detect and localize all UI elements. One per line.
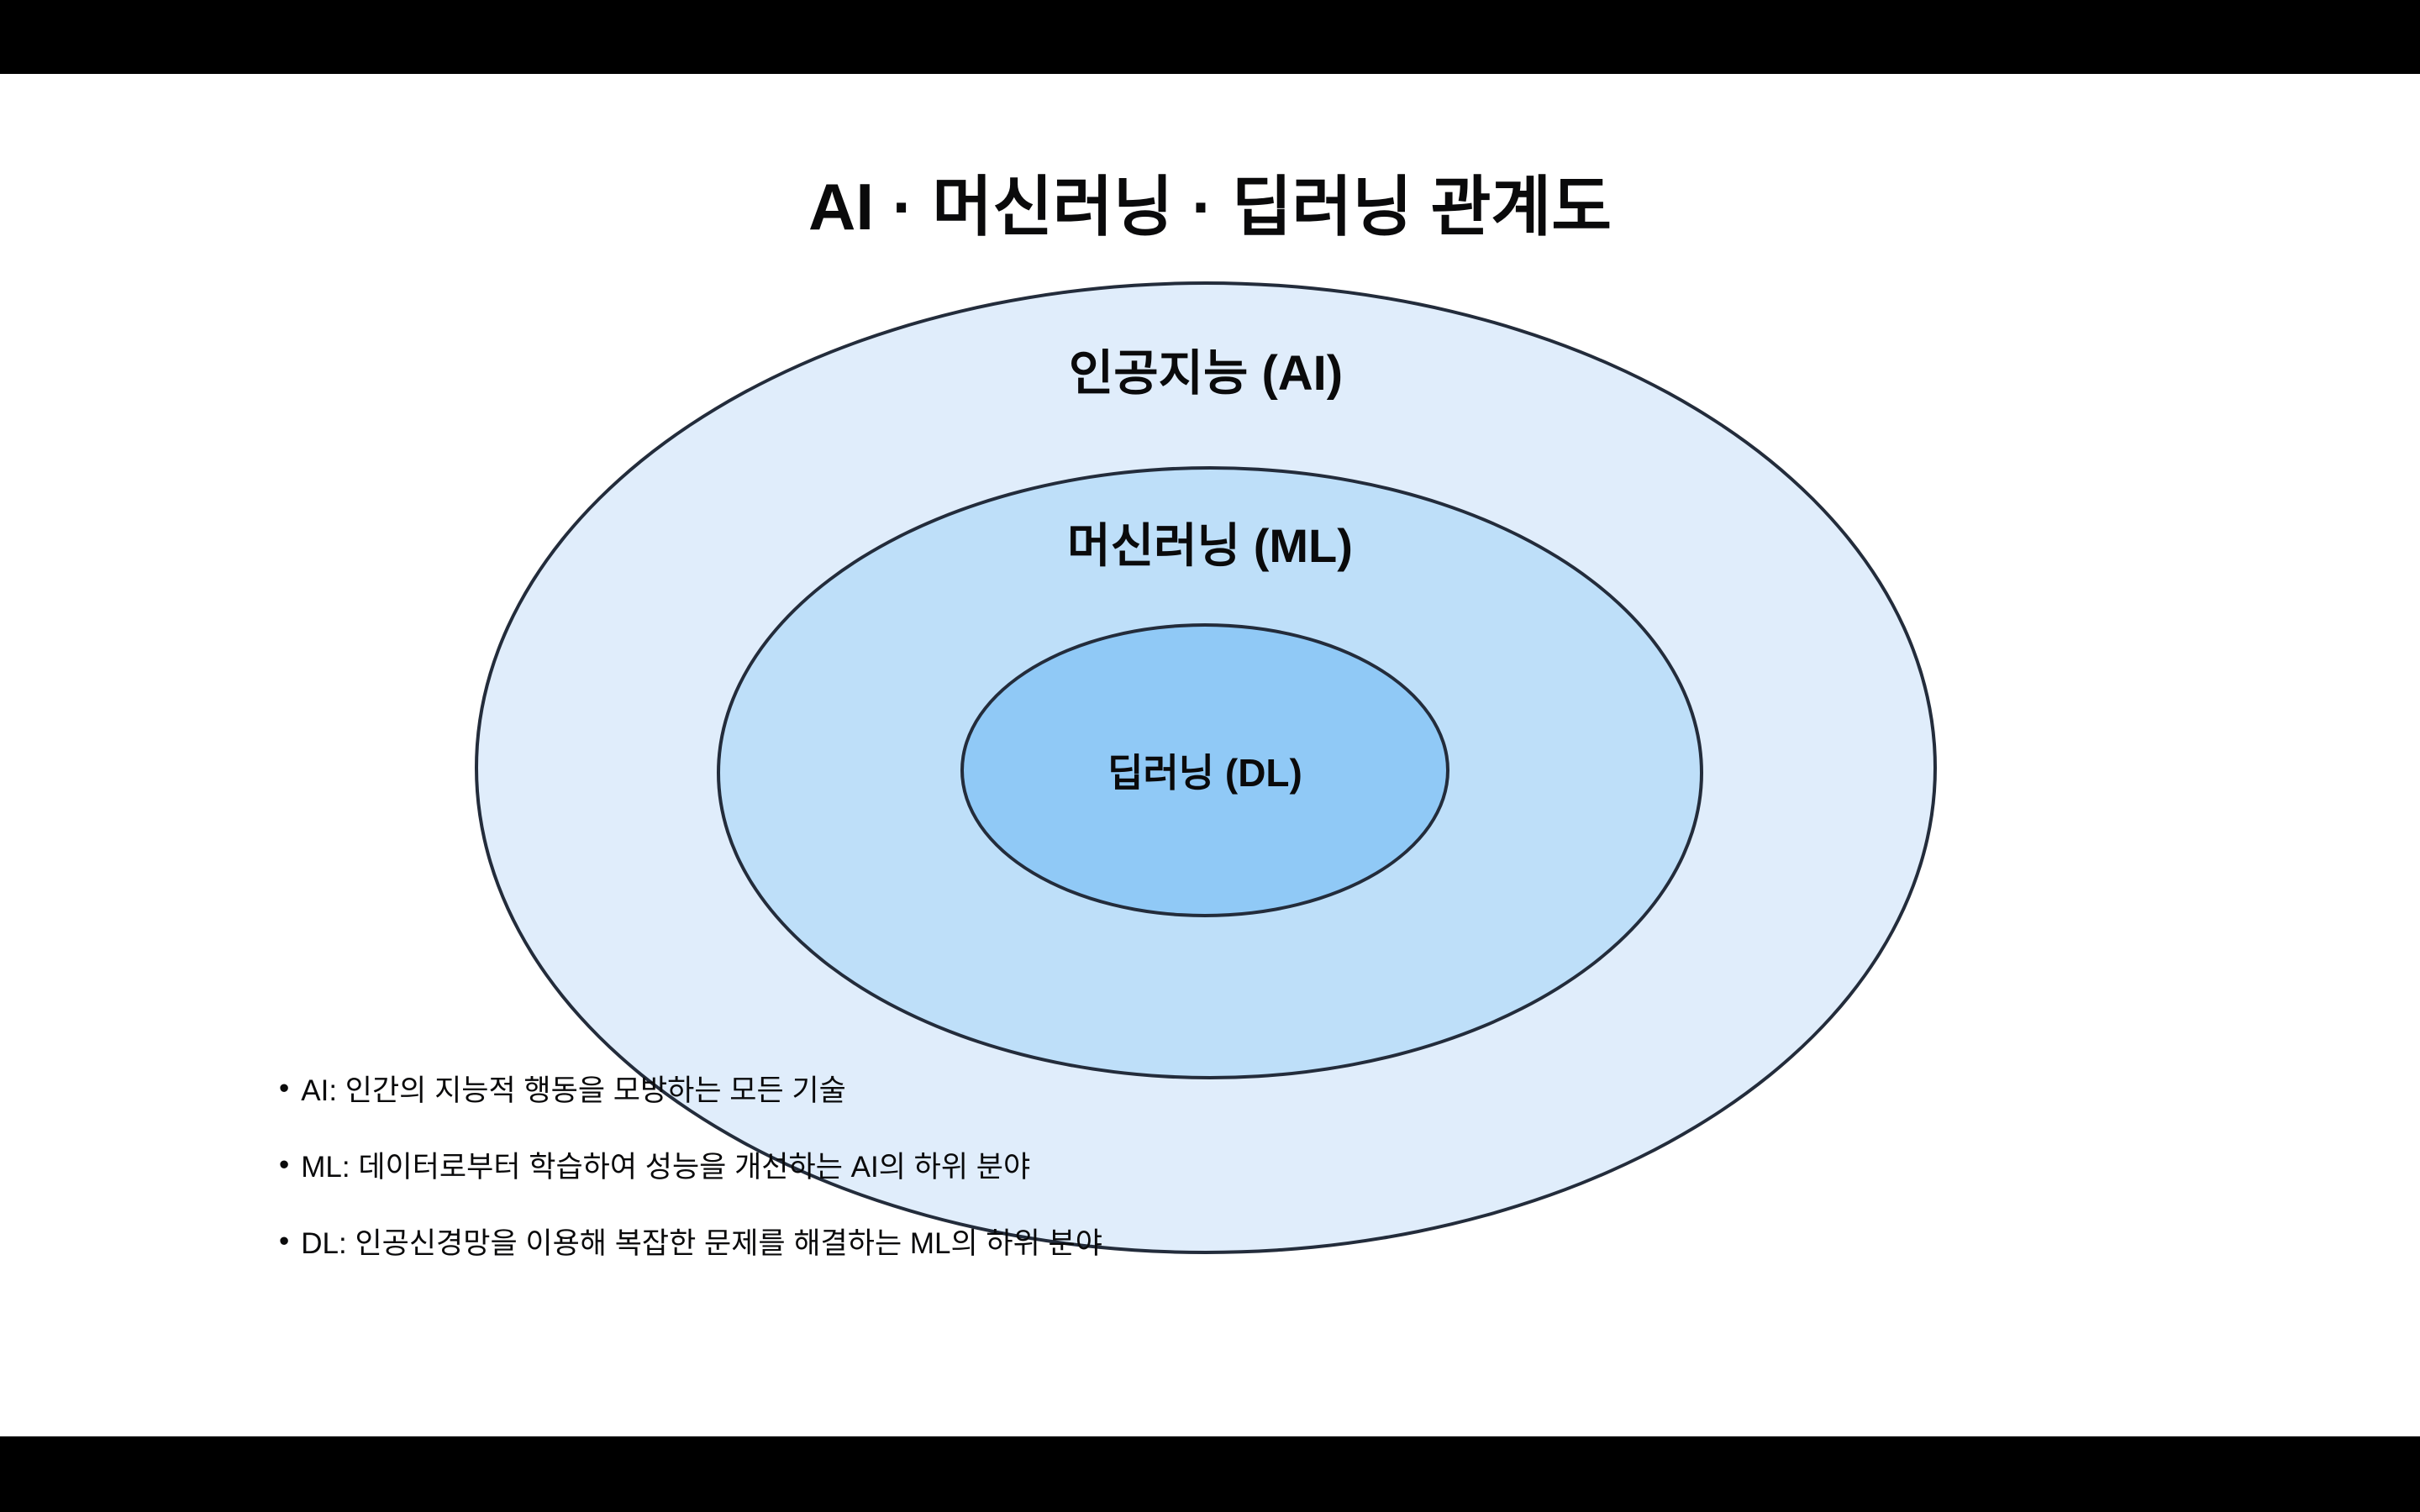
definition-list: • AI: 인간의 지능적 행동을 모방하는 모든 기술 • ML: 데이터로부…	[279, 1050, 1102, 1279]
definition-text-ai: AI: 인간의 지능적 행동을 모방하는 모든 기술	[301, 1074, 846, 1107]
definition-item-ml: • ML: 데이터로부터 학습하여 성능을 개선하는 AI의 하위 분야	[279, 1126, 1102, 1203]
ellipse-ai-label: 인공지능 (AI)	[1068, 346, 1344, 401]
bullet-dot: •	[279, 1224, 290, 1257]
slide-canvas: AI · 머신러닝 · 딥러닝 관계도 인공지능 (AI) 머신러닝 (ML) …	[0, 74, 2420, 1436]
letterbox-bottom	[0, 1436, 2420, 1512]
definition-item-dl: • DL: 인공신경망을 이용해 복잡한 문제를 해결하는 ML의 하위 분야	[279, 1203, 1102, 1279]
letterbox-top	[0, 0, 2420, 74]
bullet-dot: •	[279, 1147, 290, 1181]
bullet-dot: •	[279, 1071, 290, 1105]
page-title: AI · 머신러닝 · 딥러닝 관계도	[808, 170, 1612, 244]
definition-item-ai: • AI: 인간의 지능적 행동을 모방하는 모든 기술	[279, 1050, 1102, 1126]
ellipse-dl: 딥러닝 (DL)	[960, 623, 1449, 917]
definition-text-ml: ML: 데이터로부터 학습하여 성능을 개선하는 AI의 하위 분야	[301, 1151, 1031, 1184]
ellipse-dl-label: 딥러닝 (DL)	[1107, 751, 1302, 795]
definition-text-dl: DL: 인공신경망을 이용해 복잡한 문제를 해결하는 ML의 하위 분야	[301, 1227, 1102, 1260]
ellipse-ml-label: 머신러닝 (ML)	[1067, 519, 1353, 572]
